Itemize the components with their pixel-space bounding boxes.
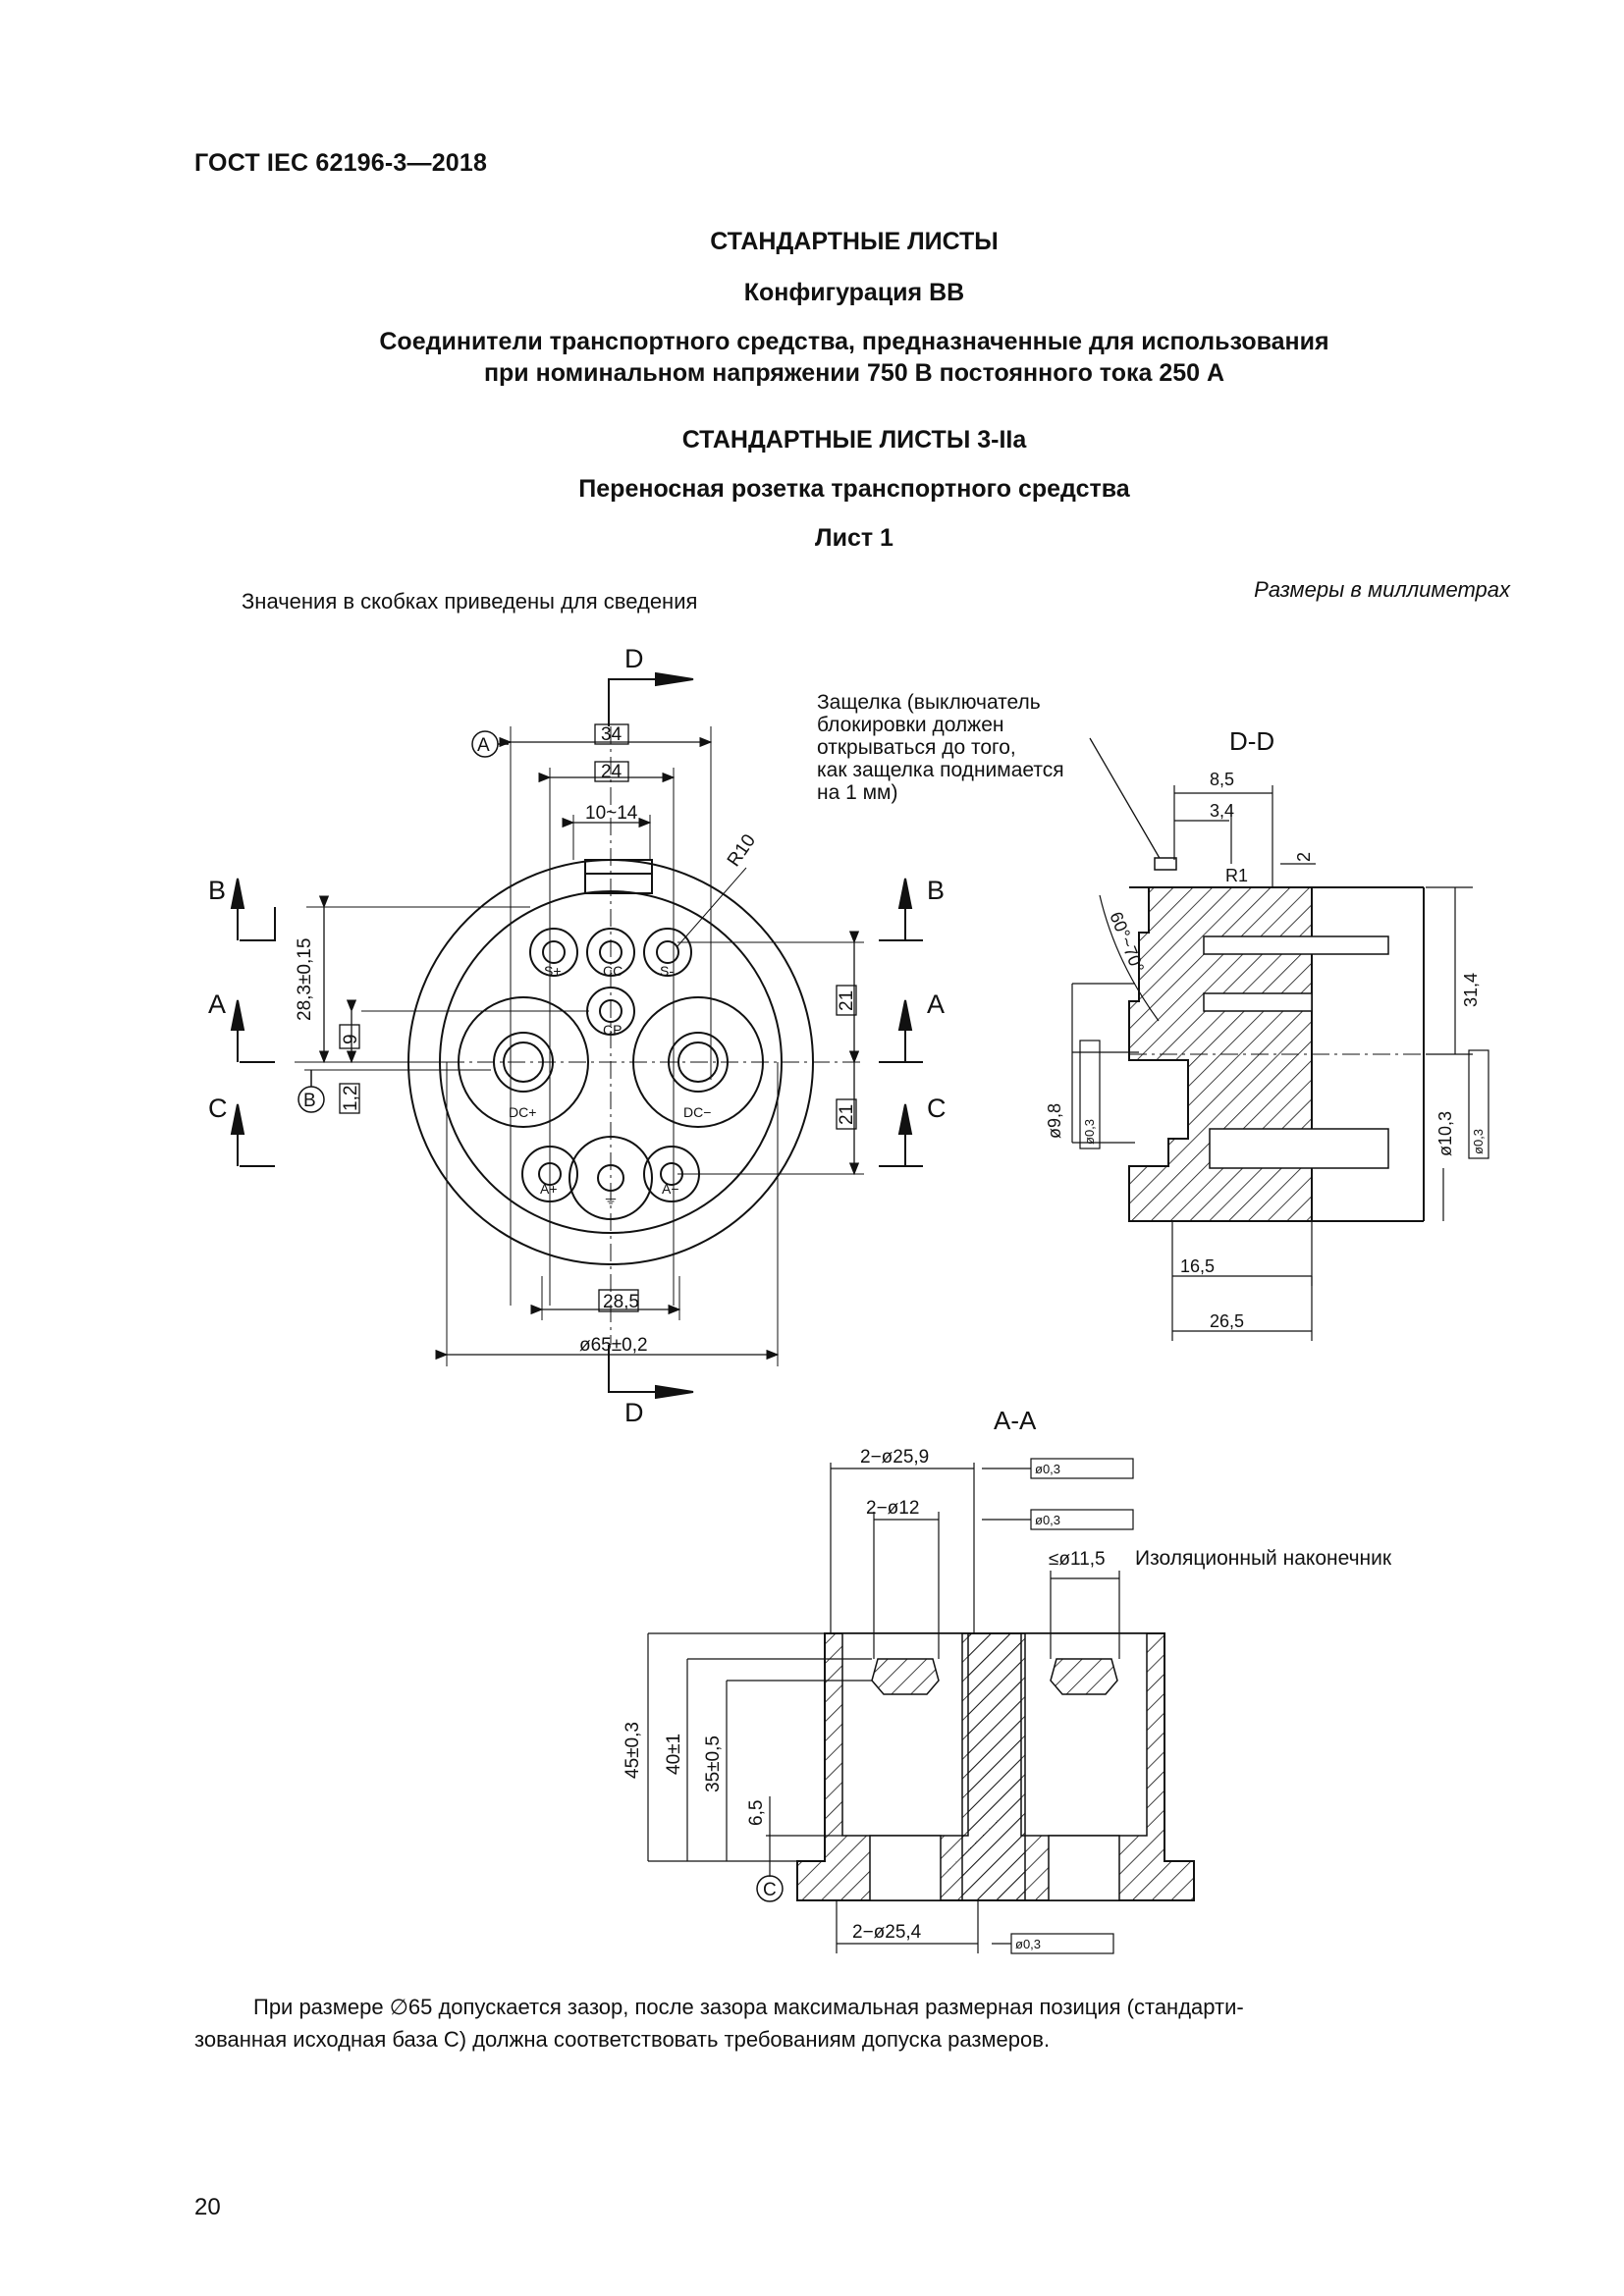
dim-21-upper: 21 [837, 990, 857, 1011]
standard-header: ГОСТ IEC 62196-3—2018 [194, 149, 488, 177]
title-connector-line1: Соединители транспортного средства, пред… [379, 328, 1329, 355]
datum-a: A [477, 735, 490, 756]
dim-aa-45: 45±0,3 [623, 1722, 643, 1779]
dim-1-2: 1,2 [341, 1086, 361, 1111]
dim-24: 24 [601, 762, 623, 782]
section-dd: D-D [1045, 726, 1489, 1341]
latch-note-line2: блокировки должен [817, 714, 1004, 736]
front-view-labels: D D B A C B A C A B 34 24 10~14 R10 28,3… [208, 644, 947, 1427]
pin-dc-plus: DC+ [509, 1104, 536, 1120]
pin-cc: CC [603, 963, 623, 979]
pin-s-minus: S- [660, 963, 674, 979]
tolframe-aa-1: ø0,3 [1035, 1462, 1060, 1476]
section-aa: A-A [623, 1406, 1392, 1954]
tolframe-aa-2: ø0,3 [1035, 1513, 1060, 1527]
dim-aa-25-4: 2−ø25,4 [852, 1922, 922, 1943]
dim-r10: R10 [724, 830, 760, 871]
title-sheet-number: Лист 1 [815, 524, 893, 552]
latch-note-line4: как защелка поднимается [817, 759, 1064, 781]
dim-28-3: 28,3±0,15 [295, 938, 315, 1021]
page-number: 20 [194, 2194, 221, 2220]
dim-dd-8-5: 8,5 [1210, 770, 1234, 789]
latch-note-line3: открываться до того, [817, 736, 1016, 759]
pin-a-minus: A− [662, 1181, 679, 1197]
dim-aa-6-5: 6,5 [746, 1800, 767, 1826]
dim-dd-2: 2 [1294, 852, 1314, 862]
section-d-label-bottom: D [624, 1398, 644, 1427]
latch-note-line1: Защелка (выключатель [817, 691, 1041, 714]
dim-21-lower: 21 [837, 1104, 857, 1125]
section-c-label-left: C [208, 1094, 228, 1123]
pin-s-plus: S+ [544, 963, 562, 979]
pin-dc-minus: DC− [683, 1104, 711, 1120]
dim-10-14: 10~14 [585, 803, 638, 824]
dim-aa-35: 35±0,5 [703, 1735, 724, 1792]
title-standard-sheets: СТАНДАРТНЫЕ ЛИСТЫ [710, 228, 999, 255]
section-aa-title: A-A [994, 1406, 1037, 1435]
dim-dd-9-8: ø9,8 [1045, 1103, 1064, 1139]
dim-dd-26-5: 26,5 [1210, 1311, 1244, 1331]
dim-dd-31-4: 31,4 [1461, 973, 1481, 1007]
dim-65: ø65±0,2 [579, 1335, 648, 1356]
note-units: Размеры в миллиметрах [1254, 577, 1510, 602]
section-a-label-left: A [208, 989, 226, 1019]
dim-dd-10-3: ø10,3 [1435, 1111, 1455, 1156]
section-c-label-right: C [927, 1094, 947, 1123]
insulation-tip-label: Изоляционный наконечник [1135, 1547, 1392, 1570]
tolframe-aa-3: ø0,3 [1015, 1937, 1041, 1951]
dim-aa-11-5: ≤ø11,5 [1049, 1549, 1106, 1570]
title-connector-line2: при номинальном напряжении 750 В постоян… [483, 359, 1225, 387]
section-b-label-right: B [927, 876, 945, 905]
dim-aa-40: 40±1 [664, 1734, 684, 1775]
latch-note: Защелка (выключатель блокировки должен о… [817, 691, 1064, 804]
title-portable-socket: Переносная розетка транспортного средств… [578, 475, 1130, 503]
footnote-line2: зованная исходная база С) должна соответ… [194, 2027, 1051, 2052]
datum-b: B [303, 1091, 316, 1111]
pin-pe: ⏚ [603, 1190, 619, 1207]
note-brackets: Значения в скобках приведены для сведени… [242, 589, 698, 614]
section-dd-title: D-D [1229, 726, 1274, 756]
section-b-label-left: B [208, 876, 226, 905]
dim-aa-25-9: 2−ø25,9 [860, 1447, 929, 1468]
tolframe-dd-right: ø0,3 [1471, 1129, 1486, 1154]
dim-dd-16-5: 16,5 [1180, 1256, 1215, 1276]
dim-aa-12: 2−ø12 [866, 1498, 919, 1519]
dim-dd-3-4: 3,4 [1210, 801, 1234, 821]
pin-cp: CP [603, 1022, 622, 1038]
dim-28-5: 28,5 [603, 1292, 639, 1312]
pin-a-plus: A+ [540, 1181, 558, 1197]
latch-note-line5: на 1 мм) [817, 781, 898, 804]
section-d-label-top: D [624, 644, 644, 673]
dim-34: 34 [601, 724, 623, 745]
tolframe-dd-left: ø0,3 [1082, 1119, 1097, 1145]
dim-dd-r1: R1 [1225, 866, 1248, 885]
section-a-label-right: A [927, 989, 945, 1019]
front-view [230, 671, 923, 1400]
title-configuration: Конфигурация BB [743, 279, 965, 306]
footnote-line1: При размере ∅65 допускается зазор, после… [253, 1995, 1244, 2019]
title-sheets-3-iia: СТАНДАРТНЫЕ ЛИСТЫ 3-IIa [681, 426, 1027, 454]
dim-9: 9 [341, 1034, 361, 1044]
datum-c: C [763, 1880, 777, 1900]
